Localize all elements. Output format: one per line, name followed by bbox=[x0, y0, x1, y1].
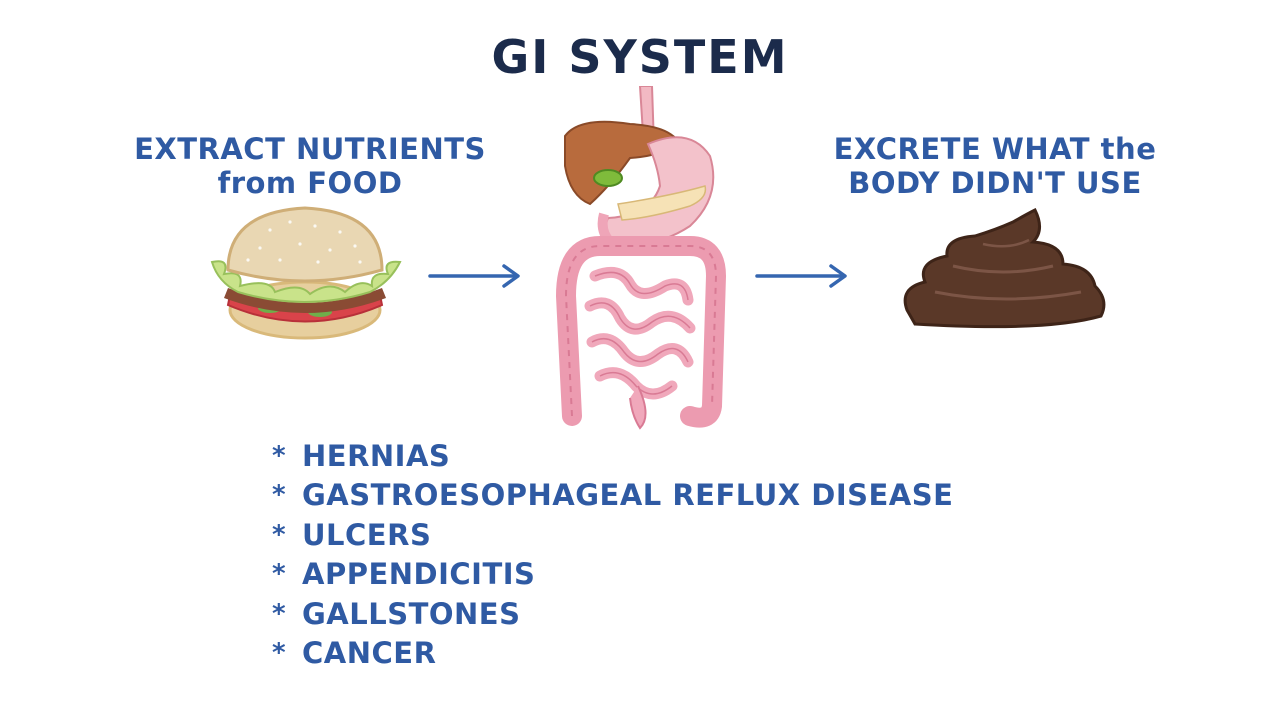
bullet-icon: * bbox=[272, 519, 287, 550]
list-item-label: HERNIAS bbox=[302, 438, 451, 473]
bullet-icon: * bbox=[272, 559, 287, 590]
extract-nutrients-caption: EXTRACT NUTRIENTS from FOOD bbox=[120, 132, 500, 200]
list-item-label: CANCER bbox=[302, 636, 437, 671]
arrow-right-icon bbox=[428, 262, 524, 294]
bullet-icon: * bbox=[272, 638, 287, 669]
caption-line: EXTRACT NUTRIENTS bbox=[134, 132, 486, 166]
bullet-icon: * bbox=[272, 440, 287, 471]
list-item-label: GALLSTONES bbox=[302, 596, 521, 631]
bullet-icon: * bbox=[272, 598, 287, 629]
bullet-icon: * bbox=[272, 480, 287, 511]
page-title: GI SYSTEM bbox=[491, 30, 789, 84]
burger-icon bbox=[200, 200, 410, 354]
caption-line: BODY DIDN'T USE bbox=[848, 166, 1142, 200]
stool-icon bbox=[895, 200, 1115, 339]
disease-list: * HERNIAS * GASTROESOPHAGEAL REFLUX DISE… bbox=[272, 436, 953, 673]
list-item: * ULCERS bbox=[272, 515, 953, 555]
list-item-label: APPENDICITIS bbox=[302, 557, 536, 592]
excrete-caption: EXCRETE WHAT the BODY DIDN'T USE bbox=[815, 132, 1175, 200]
list-item-label: ULCERS bbox=[302, 517, 432, 552]
gi-tract-icon bbox=[540, 85, 730, 435]
list-item: * CANCER bbox=[272, 634, 953, 674]
caption-line: from FOOD bbox=[217, 166, 403, 200]
list-item: * HERNIAS bbox=[272, 436, 953, 476]
list-item-label: GASTROESOPHAGEAL REFLUX DISEASE bbox=[302, 478, 954, 513]
list-item: * GALLSTONES bbox=[272, 594, 953, 634]
list-item: * GASTROESOPHAGEAL REFLUX DISEASE bbox=[272, 476, 953, 516]
list-item: * APPENDICITIS bbox=[272, 555, 953, 595]
arrow-right-icon bbox=[755, 262, 851, 294]
caption-line: EXCRETE WHAT the bbox=[833, 132, 1157, 166]
